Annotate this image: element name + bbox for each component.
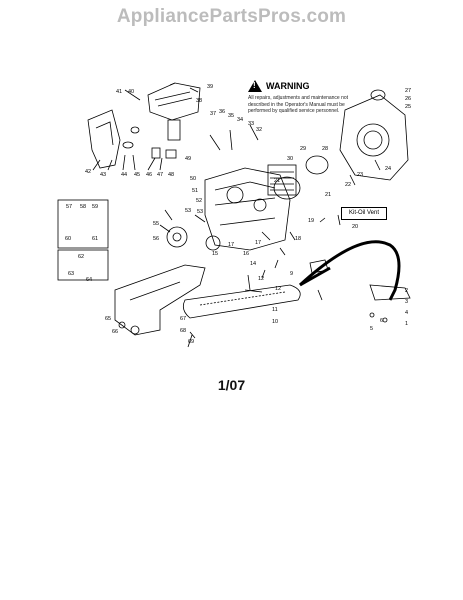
handle-mount [369, 284, 411, 301]
part-label: 24 [385, 166, 391, 172]
part-label: 5 [370, 326, 373, 332]
part-label: 61 [92, 236, 98, 242]
part-label: 17 [228, 242, 234, 248]
warning-icon [248, 80, 262, 92]
part-label: 37 [210, 111, 216, 117]
part-label: 60 [65, 236, 71, 242]
part-label: 22 [345, 182, 351, 188]
front-handle [298, 240, 401, 301]
part-label: 18 [295, 236, 301, 242]
part-label: 36 [219, 109, 225, 115]
inset-box-b [57, 249, 109, 281]
diagram-date: 1/07 [217, 377, 246, 393]
part-label: 3 [405, 299, 408, 305]
part-label: 12 [275, 286, 281, 292]
part-label: 50 [190, 176, 196, 182]
part-label: 21 [325, 192, 331, 198]
part-label: 2 [405, 288, 408, 294]
part-label: 12 [258, 276, 264, 282]
air-filter-cover [147, 82, 201, 121]
rear-handle [87, 109, 121, 169]
part-label: 8 [318, 271, 321, 277]
part-label: 26 [405, 96, 411, 102]
part-label: 43 [100, 172, 106, 178]
part-label: 17 [255, 240, 261, 246]
part-label: 20 [352, 224, 358, 230]
part-label: 19 [308, 218, 314, 224]
part-label: 38 [196, 98, 202, 104]
warning-text: All repairs, adjustments and maintenance… [248, 95, 349, 114]
inset-box-a [57, 199, 109, 249]
watermark-logo: AppliancePartsPros.com [116, 6, 347, 27]
part-label: 33 [248, 121, 254, 127]
part-label: 10 [272, 319, 278, 325]
part-label: 49 [185, 156, 191, 162]
part-label: 29 [300, 146, 306, 152]
part-label: 42 [85, 169, 91, 175]
part-label: 62 [78, 254, 84, 260]
washer [130, 325, 140, 335]
part-label: 9 [290, 271, 293, 277]
part-label: 48 [168, 172, 174, 178]
part-label: 45 [134, 172, 140, 178]
starter-housing [339, 94, 409, 181]
part-label: 23 [357, 172, 363, 178]
part-label: 32 [256, 127, 262, 133]
part-label: 68 [180, 328, 186, 334]
spring-part [122, 141, 134, 149]
starter-handle [370, 89, 386, 101]
part-label: 53 [185, 208, 191, 214]
part-label: 1 [405, 321, 408, 327]
part-label: 14 [250, 261, 256, 267]
part-label: 25 [405, 104, 411, 110]
part-label: 46 [146, 172, 152, 178]
part-label: 41 [116, 89, 122, 95]
part-label: 15 [212, 251, 218, 257]
part-label: 40 [128, 89, 134, 95]
part-label: 11 [272, 307, 278, 313]
part-label: 67 [180, 316, 186, 322]
warning-title-text: WARNING [266, 81, 310, 91]
part-label: 65 [105, 316, 111, 322]
clutch [305, 155, 329, 175]
chain-cover [114, 264, 206, 336]
part-label: 56 [153, 236, 159, 242]
warning-box: WARNING All repairs, adjustments and mai… [248, 80, 366, 115]
part-number-labels: 41 40 39 38 37 36 35 34 33 32 42 43 44 4… [65, 84, 411, 345]
part-label: 39 [207, 84, 213, 90]
part-label: 58 [80, 204, 86, 210]
cover-detail [154, 91, 193, 107]
part-label: 4 [405, 310, 408, 316]
part-label: 16 [243, 251, 249, 257]
part-label: 47 [157, 172, 163, 178]
part-label: 34 [237, 117, 243, 123]
part-label: 30 [287, 156, 293, 162]
engine-housing [204, 167, 291, 251]
part-label: 63 [68, 271, 74, 277]
part-label: 44 [121, 172, 127, 178]
part-label: 6 [380, 318, 383, 324]
part-label: 57 [66, 204, 72, 210]
part-label: 66 [112, 329, 118, 335]
part-label: 52 [196, 198, 202, 204]
kit-oil-vent-label: Kit-Oil Vent [341, 207, 387, 220]
guide-bar [182, 284, 301, 319]
warning-title: WARNING [248, 80, 366, 92]
part-label: 27 [405, 88, 411, 94]
clutch-drum [166, 226, 188, 248]
carburetor-part [167, 119, 181, 141]
part-label: 53 [197, 209, 203, 215]
part-label: 21 [274, 178, 280, 184]
part-label: 69 [188, 339, 194, 345]
part-label: 64 [86, 277, 92, 283]
part-label: 28 [322, 146, 328, 152]
part-label: 59 [92, 204, 98, 210]
part-label: 35 [228, 113, 234, 119]
flywheel [273, 176, 301, 200]
part-label: 55 [153, 221, 159, 227]
part-label: 51 [192, 188, 198, 194]
